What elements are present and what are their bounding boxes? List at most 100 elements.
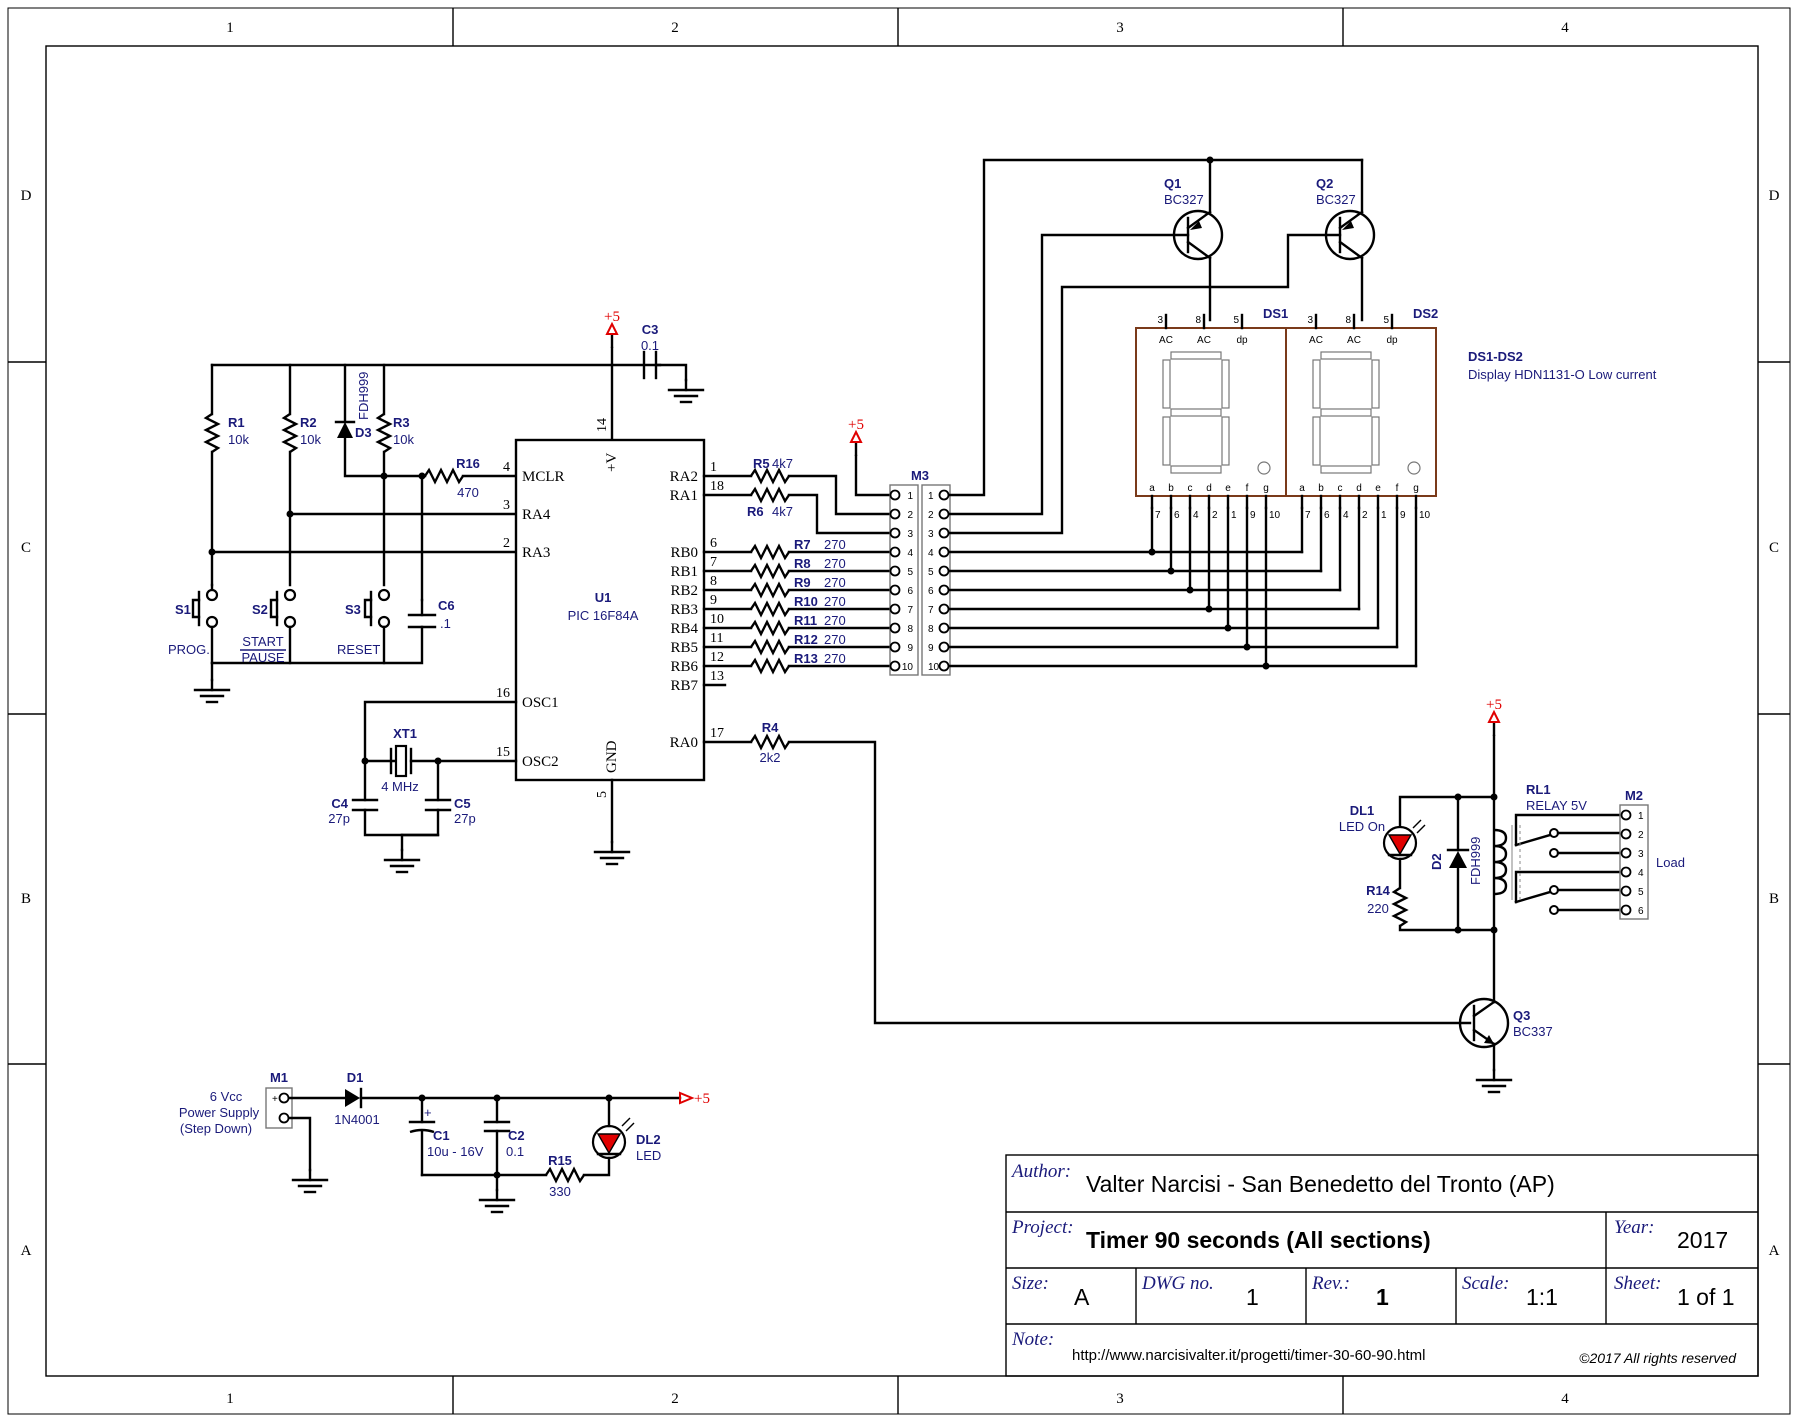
rev-label: Rev.: — [1311, 1273, 1350, 1294]
u1-pin-name: RB5 — [670, 640, 698, 656]
rb-resistor — [749, 582, 791, 598]
m3-pin-right — [938, 584, 950, 596]
rev-value: 1 — [1376, 1284, 1389, 1310]
display-top-pin-label: AC — [1159, 335, 1173, 346]
m3-pin-number: 6 — [928, 586, 934, 597]
rb-resistor-value: 270 — [824, 575, 846, 590]
segment-bus-junction — [1186, 586, 1194, 594]
display-segment — [1170, 351, 1222, 360]
u1-body — [514, 438, 706, 782]
display-digits — [1162, 351, 1421, 475]
grid-row-left: D — [21, 188, 32, 204]
display-segment-label: b — [1168, 483, 1174, 494]
m3-pin-number: 9 — [907, 643, 913, 654]
grid-col-bottom: 3 — [1116, 1391, 1124, 1407]
display-top-pin-number: 5 — [1233, 315, 1239, 326]
r15-ref: R15 — [548, 1153, 572, 1168]
s1-label: PROG. — [168, 642, 210, 657]
d3-value: FDH999 — [356, 372, 371, 420]
title-block: Author: Valter Narcisi - San Benedetto d… — [1005, 1154, 1759, 1377]
grid-row-left: B — [21, 891, 31, 907]
u1-ref: U1 — [595, 590, 612, 605]
m3-pin-left — [889, 508, 901, 520]
display-top-pin-number: 3 — [1307, 315, 1313, 326]
dl2-ref: DL2 — [636, 1132, 661, 1147]
rb-resistor — [749, 639, 791, 655]
rb-resistor — [749, 544, 791, 560]
rb-resistor — [749, 601, 791, 617]
c4-ref: C4 — [331, 796, 348, 811]
s2-ref: S2 — [252, 602, 268, 617]
m2-pin — [1620, 847, 1632, 859]
relay-section: DL1 LED On R14 220 D2 FDH999 RL1 RELAY 5… — [1339, 710, 1685, 1094]
m2-pin — [1620, 809, 1632, 821]
segment-bus-junction — [1148, 548, 1156, 556]
rb-resistor-ref: R10 — [794, 594, 818, 609]
display-segment-label: b — [1318, 483, 1324, 494]
s3-label: RESET — [337, 642, 380, 657]
grid-row-right: D — [1769, 188, 1780, 204]
display-segment-label: c — [1338, 483, 1343, 494]
display-decimal-point — [1407, 461, 1421, 475]
display-top-pin-number: 8 — [1195, 315, 1201, 326]
r16-ref: R16 — [456, 456, 480, 471]
c5-ref: C5 — [454, 796, 471, 811]
c1-value: 10u - 16V — [427, 1144, 484, 1159]
dwg-label: DWG no. — [1141, 1273, 1214, 1294]
vcc-label-relay: +5 — [1486, 697, 1502, 713]
m2-pin-number: 5 — [1638, 887, 1644, 898]
dl2-value: LED — [636, 1148, 661, 1163]
r5-value: 4k7 — [772, 456, 793, 471]
r1-ref: R1 — [228, 415, 245, 430]
rb-resistor — [749, 563, 791, 579]
m2-pin-number: 3 — [1638, 849, 1644, 860]
display-bottom-pin-number: 10 — [1269, 510, 1281, 521]
vcc-label-m3: +5 — [848, 417, 864, 433]
m2-ref: M2 — [1625, 788, 1643, 803]
display-top-pin-label: dp — [1386, 335, 1398, 346]
u1-pin-number: 2 — [503, 536, 510, 551]
display-segment-label: d — [1206, 483, 1212, 494]
segment-bus-junction — [1243, 643, 1251, 651]
grid-row-right: C — [1769, 540, 1779, 556]
display-section: Q1 BC327 Q2 BC327 DS1 DS2 DS1-DS2 Displa… — [948, 156, 1657, 670]
m3-pin-right — [938, 489, 950, 501]
power-supply-section: + M1 6 Vcc Power Supply (Step Down) +5 D… — [179, 1070, 710, 1214]
m3-pin-right — [938, 603, 950, 615]
grid-col-bottom: 1 — [226, 1391, 234, 1407]
display-top-pin-label: AC — [1309, 335, 1323, 346]
m3-pin-number: 3 — [928, 529, 934, 540]
u1-pin-name: OSC2 — [522, 754, 559, 770]
m2-pin-number: 6 — [1638, 906, 1644, 917]
m3-pin-number: 4 — [928, 548, 934, 559]
m3-pin-number: 6 — [907, 586, 913, 597]
u1-value: PIC 16F84A — [568, 608, 639, 623]
q3-value: BC337 — [1513, 1024, 1553, 1039]
u1-pin-name: RB4 — [670, 621, 698, 637]
u1-pin-name: RB0 — [670, 545, 698, 561]
r4-value: 2k2 — [760, 750, 781, 765]
u1-pin-name: MCLR — [522, 469, 565, 485]
rb-resistor-value: 270 — [824, 651, 846, 666]
author-value: Valter Narcisi - San Benedetto del Tront… — [1086, 1171, 1555, 1197]
segment-bus — [948, 506, 1418, 670]
c1-ref: C1 — [433, 1128, 450, 1143]
rb-resistor-ref: R8 — [794, 556, 811, 571]
display-top-pin-number: 8 — [1345, 315, 1351, 326]
m2-pin — [1620, 866, 1632, 878]
display-segment-label: e — [1375, 483, 1381, 494]
u1-pin-number: 6 — [710, 536, 717, 551]
m3-pin-left — [889, 489, 901, 501]
note-label: Note: — [1011, 1329, 1054, 1350]
rb-resistor-ref: R12 — [794, 632, 818, 647]
display-segment-label: e — [1225, 483, 1231, 494]
switch-s2: S2 START PAUSE — [240, 588, 297, 665]
rb-resistor-ref: R13 — [794, 651, 818, 666]
u1-pin-number: 16 — [496, 686, 510, 701]
c2-ref: C2 — [508, 1128, 525, 1143]
dwg-value: 1 — [1246, 1284, 1259, 1310]
d1-ref: D1 — [347, 1070, 364, 1085]
display-top-pin-number: 5 — [1383, 315, 1389, 326]
m1-label-2: Power Supply — [179, 1105, 260, 1120]
